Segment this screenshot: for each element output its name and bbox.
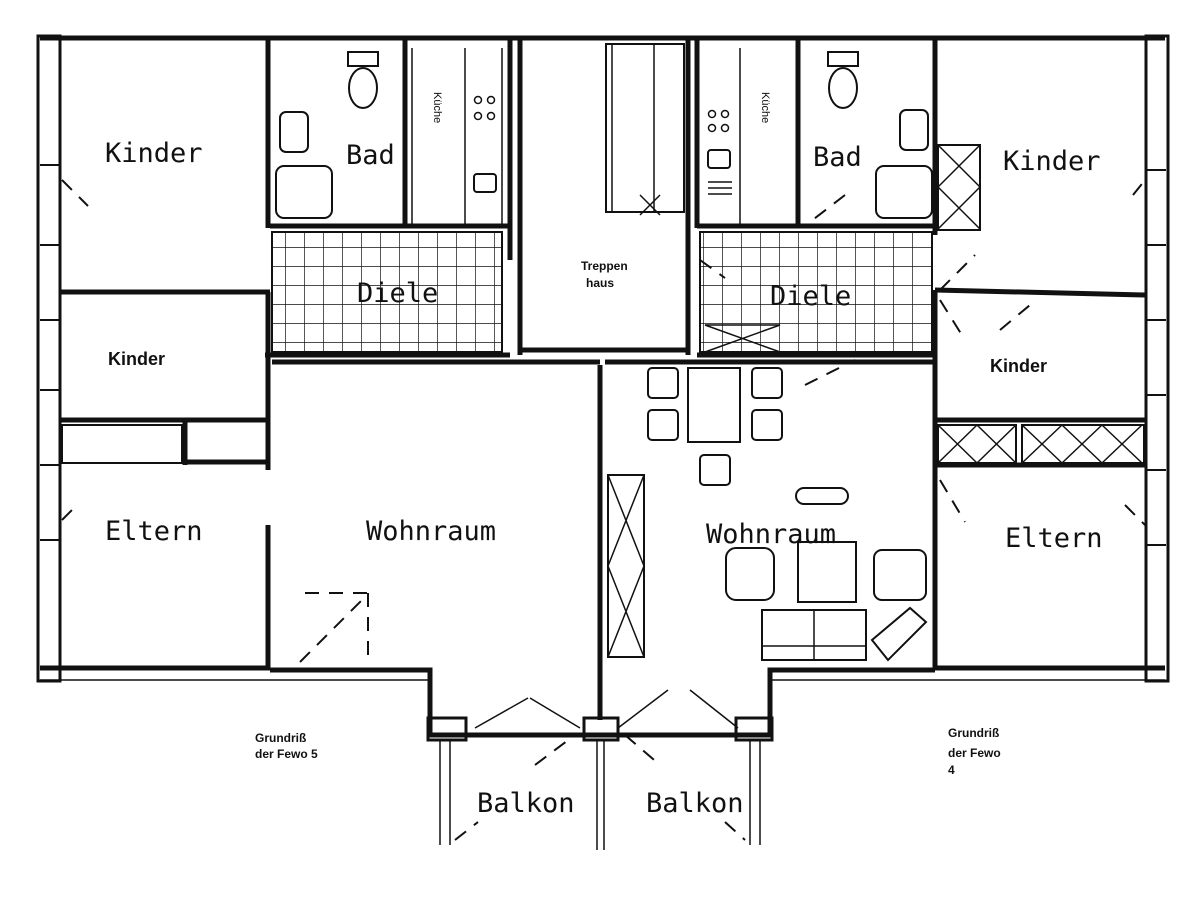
stairwell — [517, 38, 691, 355]
label-diele-right: Diele — [770, 281, 851, 312]
interior-walls-right — [694, 38, 1147, 668]
label-wohnraum-left: Wohnraum — [366, 516, 496, 547]
label-diele-left: Diele — [357, 278, 438, 309]
bathroom-fixtures-left — [275, 51, 497, 219]
outer-walls — [36, 34, 1170, 683]
living-room-furniture-right — [647, 367, 928, 662]
caption-fewo4-line3: 4 — [948, 763, 955, 777]
label-kinder-top-right: Kinder — [1003, 146, 1101, 177]
captions: Grundriß der Fewo 5 Grundriß der Fewo 4 — [255, 726, 1001, 777]
door-swings — [61, 179, 1146, 841]
label-treppenhaus-1: Treppen — [581, 259, 628, 273]
label-kueche-right: Küche — [759, 92, 771, 123]
label-kueche-left: Küche — [431, 92, 443, 123]
caption-fewo5-line1: Grundriß — [255, 731, 306, 745]
label-eltern-left: Eltern — [105, 516, 203, 547]
interior-walls-left — [60, 38, 513, 670]
label-kinder-mid-right: Kinder — [990, 356, 1047, 376]
label-balkon-right: Balkon — [646, 788, 744, 819]
label-treppenhaus-2: haus — [586, 276, 614, 290]
label-bad-left: Bad — [346, 140, 395, 171]
label-balkon-left: Balkon — [477, 788, 575, 819]
bathroom-fixtures-right — [707, 51, 933, 219]
balcony-walls — [270, 667, 935, 850]
label-kinder-mid-left: Kinder — [108, 349, 165, 369]
caption-fewo4-line2: der Fewo — [948, 746, 1001, 760]
diele-tiles — [271, 231, 933, 353]
central-wall — [272, 359, 935, 720]
label-wohnraum-right: Wohnraum — [706, 519, 836, 550]
room-labels: Kinder Bad Küche Küche Bad Kinder Diele … — [105, 92, 1103, 819]
caption-fewo4-line1: Grundriß — [948, 726, 999, 740]
label-kinder-top-left: Kinder — [105, 138, 203, 169]
label-bad-right: Bad — [813, 142, 862, 173]
caption-fewo5-line2: der Fewo 5 — [255, 747, 318, 761]
label-eltern-right: Eltern — [1005, 523, 1103, 554]
